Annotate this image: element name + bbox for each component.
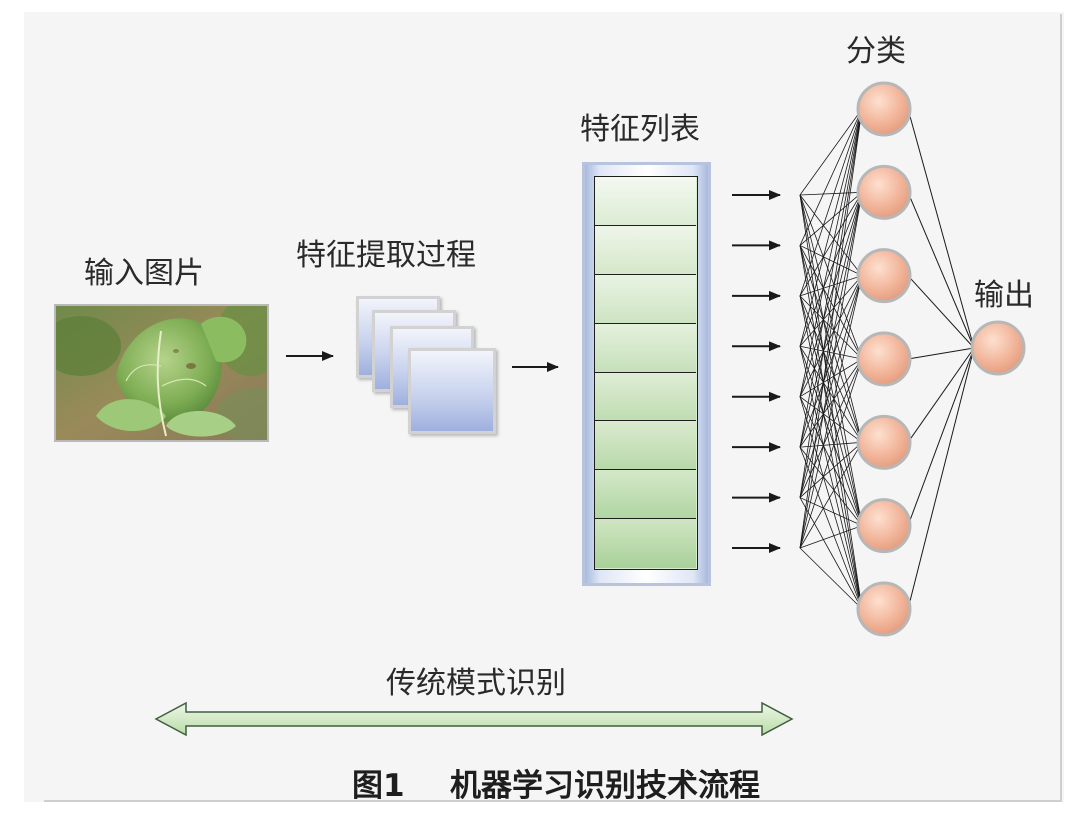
network-connection bbox=[799, 275, 863, 498]
frame-border-right bbox=[1060, 14, 1062, 800]
network-connection bbox=[799, 108, 863, 347]
output-connection bbox=[907, 192, 975, 349]
output-connection bbox=[907, 108, 975, 349]
output-connection bbox=[907, 347, 975, 610]
feature-list-cell bbox=[595, 470, 696, 520]
output-connection bbox=[907, 347, 975, 360]
network-connection bbox=[799, 245, 863, 277]
feature-list-cell bbox=[595, 274, 696, 324]
network-connection bbox=[799, 275, 863, 397]
network-connection bbox=[799, 192, 863, 246]
network-connection bbox=[799, 275, 863, 448]
classifier-node bbox=[856, 164, 912, 220]
network-connection bbox=[799, 446, 863, 610]
network-connection bbox=[799, 442, 863, 549]
label-classification: 分类 bbox=[846, 34, 906, 69]
classifier-node bbox=[856, 248, 912, 304]
label-feature-extraction: 特征提取过程 bbox=[296, 238, 476, 273]
feature-list-cell bbox=[595, 372, 696, 422]
frame-border-bottom bbox=[44, 800, 1062, 802]
feature-list-cell bbox=[595, 519, 696, 568]
network-connection bbox=[799, 441, 863, 448]
network-connection bbox=[799, 108, 863, 448]
output-connection bbox=[907, 347, 975, 443]
network-connection bbox=[799, 108, 863, 196]
network-connection bbox=[799, 192, 863, 448]
caption-title: 机器学习识别技术流程 bbox=[450, 768, 760, 804]
network-connection bbox=[799, 192, 863, 549]
double-arrow-traditional bbox=[154, 701, 794, 737]
feature-list bbox=[594, 176, 698, 570]
network-connection bbox=[799, 192, 863, 347]
network-connection bbox=[799, 192, 863, 297]
network-connection bbox=[799, 358, 863, 549]
feature-list-cell bbox=[595, 177, 696, 226]
network-connection bbox=[799, 191, 863, 196]
caption-figure-number: 图1 bbox=[352, 768, 405, 804]
network-connection bbox=[799, 108, 863, 498]
network-connection bbox=[799, 525, 863, 549]
network-connection bbox=[799, 108, 863, 397]
output-node bbox=[970, 320, 1026, 376]
network-connection bbox=[799, 194, 863, 610]
label-traditional-pattern-recognition: 传统模式识别 bbox=[386, 666, 566, 701]
classifier-node bbox=[856, 81, 912, 137]
network-connection bbox=[799, 108, 863, 549]
classifier-node bbox=[856, 414, 912, 470]
network-connection bbox=[799, 108, 863, 296]
network-connection bbox=[799, 275, 863, 297]
network-connection bbox=[799, 275, 863, 549]
feature-map-card-4 bbox=[408, 348, 496, 434]
feature-list-cell bbox=[595, 421, 696, 471]
network-connection bbox=[799, 194, 863, 276]
output-connection bbox=[907, 275, 975, 349]
output-connection bbox=[907, 347, 975, 526]
input-photo bbox=[54, 304, 269, 442]
network-connection bbox=[799, 192, 863, 498]
network-connection bbox=[799, 192, 863, 397]
feature-list-cell bbox=[595, 323, 696, 373]
label-feature-list: 特征列表 bbox=[580, 112, 700, 147]
feature-list-cell bbox=[595, 225, 696, 275]
label-output: 输出 bbox=[974, 278, 1034, 313]
network-connection bbox=[799, 547, 863, 610]
network-connection bbox=[799, 275, 863, 347]
classifier-node bbox=[856, 581, 912, 637]
classifier-node bbox=[856, 331, 912, 387]
plant-leaf-photo-icon bbox=[56, 306, 267, 440]
classifier-node bbox=[856, 498, 912, 554]
network-connection bbox=[799, 108, 863, 246]
label-input-image: 输入图片 bbox=[84, 256, 204, 291]
